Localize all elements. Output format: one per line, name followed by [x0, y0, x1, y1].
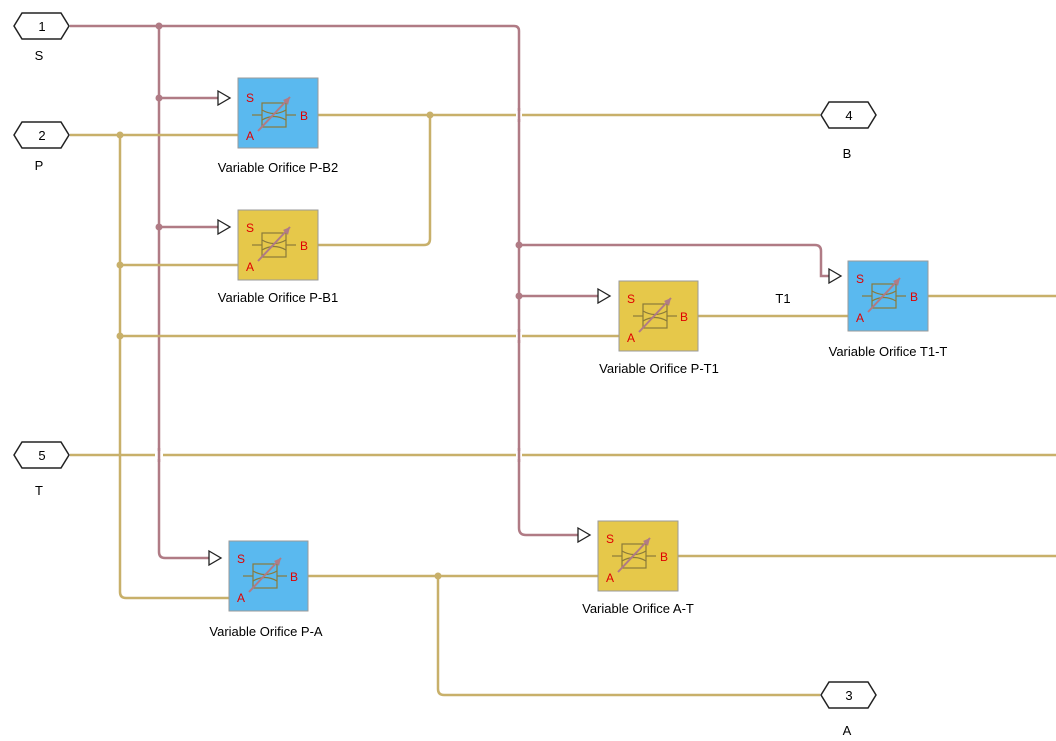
port-p-number: 2 [38, 128, 45, 143]
signal-wire-s-main [70, 24, 578, 537]
pin-b-label: B [660, 550, 668, 564]
port-a-label: A [843, 723, 852, 738]
pin-s-label: S [246, 221, 254, 235]
pin-a-label: A [246, 129, 254, 143]
block-variable-orifice-pa[interactable]: S A B Variable Orifice P-A [208, 540, 323, 639]
junction-dots [116, 22, 523, 580]
pin-s-label: S [627, 292, 635, 306]
port-s-number: 1 [38, 19, 45, 34]
block-variable-orifice-pb2[interactable]: S A B Variable Orifice P-B2 [217, 77, 338, 175]
signal-wire-s-left [157, 26, 209, 560]
port-b-label: B [843, 146, 852, 161]
hydraulic-wire-pb1-to-b [318, 115, 432, 247]
pin-b-label: B [300, 109, 308, 123]
pin-a-label: A [237, 591, 245, 605]
block-label: Variable Orifice P-A [209, 624, 323, 639]
hydraulic-wire-a [436, 576, 820, 697]
signal-wire-to-t1t [519, 243, 829, 278]
pin-s-label: S [246, 91, 254, 105]
pin-a-label: A [856, 311, 864, 325]
port-b[interactable]: 4 B [820, 101, 877, 161]
pin-a-label: A [627, 331, 635, 345]
block-variable-orifice-pb1[interactable]: S A B Variable Orifice P-B1 [217, 209, 338, 305]
pin-s-label: S [606, 532, 614, 546]
port-t[interactable]: 5 T [13, 441, 70, 498]
crossing-redraw [157, 108, 521, 462]
wire-crossings [155, 111, 522, 459]
block-variable-orifice-t1t[interactable]: S A B Variable Orifice T1-T [828, 260, 948, 359]
port-t-label: T [35, 483, 43, 498]
port-a-number: 3 [845, 688, 852, 703]
block-label: Variable Orifice A-T [582, 601, 694, 616]
pin-b-label: B [290, 570, 298, 584]
port-b-number: 4 [845, 108, 852, 123]
port-s[interactable]: 1 S [13, 12, 70, 63]
pin-s-label: S [856, 272, 864, 286]
block-label: Variable Orifice T1-T [829, 344, 948, 359]
pin-b-label: B [300, 239, 308, 253]
pin-s-label: S [237, 552, 245, 566]
port-p-label: P [35, 158, 44, 173]
pin-b-label: B [910, 290, 918, 304]
port-p[interactable]: 2 P [13, 121, 70, 173]
block-label: Variable Orifice P-B1 [218, 290, 338, 305]
block-variable-orifice-at[interactable]: S A B Variable Orifice A-T [577, 520, 694, 616]
hydraulic-wire-p-main [118, 135, 229, 600]
hydraulic-wires [70, 113, 1056, 697]
port-t-number: 5 [38, 448, 45, 463]
pin-b-label: B [680, 310, 688, 324]
wire-label-t1: T1 [775, 291, 790, 306]
block-label: Variable Orifice P-B2 [218, 160, 338, 175]
pin-a-label: A [606, 571, 614, 585]
port-a[interactable]: 3 A [820, 681, 877, 738]
port-s-label: S [35, 48, 44, 63]
block-label: Variable Orifice P-T1 [599, 361, 719, 376]
block-variable-orifice-pt1[interactable]: S A B Variable Orifice P-T1 [597, 280, 719, 376]
pin-a-label: A [246, 260, 254, 274]
signal-wires [70, 24, 829, 560]
